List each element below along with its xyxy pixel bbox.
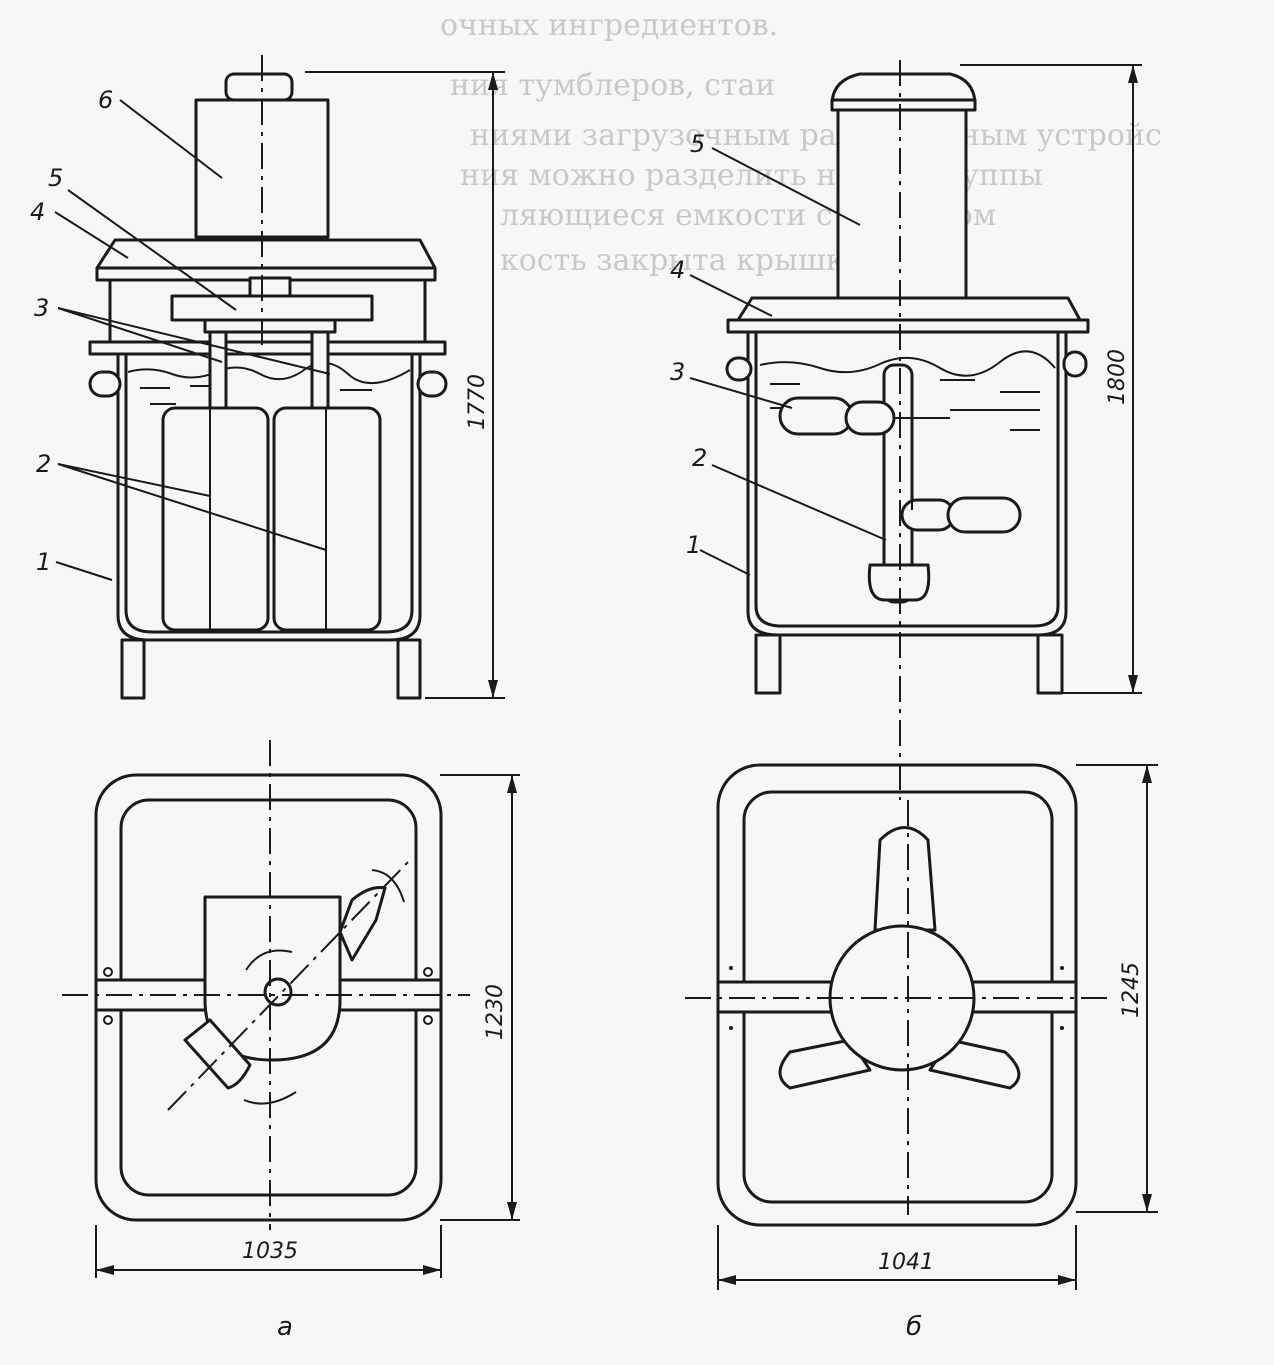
mixer-blade — [900, 498, 956, 532]
bolt — [729, 1026, 733, 1030]
callout-4: 4 — [30, 198, 45, 226]
dimension-1800: 1800 — [1105, 349, 1130, 405]
gear-hub — [248, 276, 292, 298]
dimension-1041: 1041 — [878, 1250, 934, 1275]
tank-wall — [116, 352, 422, 642]
bleed-line: очных ингредиентов. — [440, 8, 778, 43]
callout-5: 5 — [690, 130, 705, 158]
lid-rim — [726, 318, 1090, 334]
bolt — [423, 967, 433, 977]
lid — [736, 296, 1082, 322]
lid — [95, 238, 437, 270]
callout-4: 4 — [670, 256, 685, 284]
tank-inner-wall — [754, 330, 1060, 628]
mixer-blade — [183, 1018, 252, 1090]
shaft — [208, 330, 228, 410]
mixer-blade — [778, 396, 854, 436]
dimension-1245: 1245 — [1119, 962, 1144, 1018]
callout-1: 1 — [36, 548, 51, 576]
callout-3: 3 — [670, 358, 685, 386]
leader-4 — [54, 211, 129, 259]
figure-b-side-view: 5 4 3 2 1 1800 — [670, 60, 1142, 800]
mixer-shaft-hole — [263, 977, 293, 1007]
bolt — [423, 1015, 433, 1025]
tank-inner-wall — [124, 352, 414, 634]
liquid-surface — [759, 350, 1056, 377]
bleed-line: ния тумблеров, стаи — [450, 68, 775, 103]
leg — [120, 638, 146, 700]
motor-cap — [224, 72, 294, 102]
leader-3 — [689, 377, 793, 409]
lid-dome — [830, 72, 977, 107]
dimension-1230: 1230 — [483, 984, 508, 1040]
bleed-through-text: очных ингредиентов. ния тумблеров, стаи … — [440, 8, 1162, 278]
liquid-ripples — [770, 379, 1040, 431]
bolt — [103, 1015, 113, 1025]
drum — [161, 406, 270, 632]
callout-3: 3 — [34, 294, 49, 322]
leader-3 — [57, 307, 331, 375]
callout-2: 2 — [36, 450, 51, 478]
leader-1 — [699, 549, 751, 576]
mixer-blade — [844, 400, 896, 436]
callout-6: 6 — [98, 86, 113, 114]
bleed-line: ниями загрузочным разгрузочным устройс — [470, 118, 1162, 153]
figure-a-plan-view: 1230 1035 а — [62, 740, 520, 1342]
caption-b: б — [906, 1312, 922, 1342]
leader-6 — [119, 99, 223, 179]
dimension-1035: 1035 — [242, 1239, 298, 1264]
handle — [88, 370, 122, 398]
gear-box — [170, 294, 374, 322]
bolt — [1060, 1026, 1064, 1030]
drive-column — [836, 108, 968, 300]
bleed-line: кость закрыта крышкой — [500, 243, 883, 278]
diagonal-axis — [167, 859, 411, 1111]
liquid-ripples — [140, 385, 372, 405]
dimension-1770: 1770 — [465, 374, 490, 430]
mixer-blade — [338, 886, 387, 962]
handle — [416, 370, 448, 398]
leg — [396, 638, 422, 700]
tank-wall — [746, 330, 1068, 637]
propeller-blade — [928, 1038, 1021, 1090]
callout-2: 2 — [692, 444, 707, 472]
mixer-blade — [946, 496, 1022, 534]
leader-1 — [55, 561, 113, 581]
figure-a-side-view: 6 5 4 3 2 1 1770 — [30, 55, 505, 700]
bolt — [103, 967, 113, 977]
bolt — [729, 966, 733, 970]
handle — [1062, 350, 1088, 378]
callout-5: 5 — [48, 164, 63, 192]
propeller-blade — [778, 1038, 872, 1090]
mixer-bottom-blade — [867, 563, 931, 602]
handle — [725, 356, 753, 382]
leader-4 — [689, 274, 773, 317]
rotation-arrow — [245, 949, 293, 971]
caption-a: а — [277, 1312, 293, 1342]
leader-5 — [67, 189, 237, 311]
leader-2 — [57, 463, 327, 551]
gear-plate — [203, 318, 337, 334]
callout-1: 1 — [686, 531, 701, 559]
leg — [754, 633, 782, 695]
liquid-surface — [127, 362, 411, 385]
tank-flange — [88, 340, 447, 356]
leg — [1036, 633, 1064, 695]
figure-b-plan-view: 1245 1041 б — [685, 763, 1158, 1342]
leader-5 — [711, 147, 861, 226]
bolt — [1060, 966, 1064, 970]
leader-2 — [711, 464, 887, 541]
propeller-blade — [873, 826, 937, 932]
